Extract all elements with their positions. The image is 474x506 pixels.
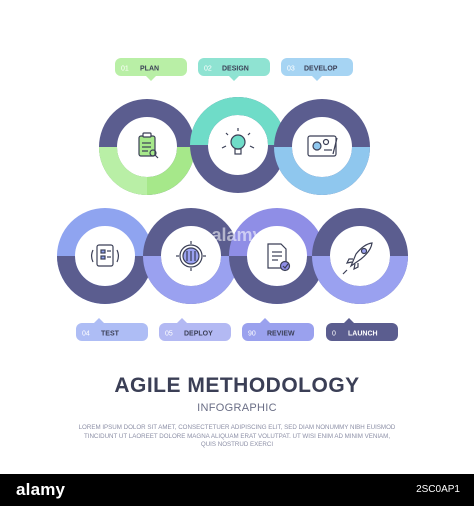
footer-bar: alamy 2SC0AP1 [0, 474, 474, 506]
step-tag-launch: 0 LAUNCH [326, 318, 398, 341]
step-number: 03 [287, 66, 295, 73]
ring-launch [312, 208, 408, 304]
step-label: REVIEW [267, 331, 295, 338]
step-tag-develop: 03 DEVELOP [281, 58, 353, 81]
step-label: PLAN [140, 66, 159, 73]
rocket-icon [342, 242, 373, 275]
step-tag-design: 02 DESIGN [198, 58, 270, 81]
step-number: 04 [82, 331, 90, 338]
footer-brand-logo: alamy [16, 480, 66, 499]
page-title: AGILE METHODOLOGY [114, 374, 360, 397]
step-label: TEST [101, 331, 120, 338]
step-label: DEVELOP [304, 66, 338, 73]
step-number: 0 [332, 331, 336, 338]
step-label: DESIGN [222, 66, 249, 73]
checklist-cycle-icon [91, 244, 119, 267]
step-number: 05 [165, 331, 173, 338]
step-label: DEPLOY [184, 331, 213, 338]
ring-plan [99, 99, 195, 195]
step-number: 01 [121, 66, 129, 73]
gear-controls-icon [176, 241, 206, 271]
lightbulb-idea-icon [221, 128, 255, 155]
report-check-icon [267, 243, 291, 272]
footer-image-id: 2SC0AP1 [416, 484, 460, 495]
step-label: LAUNCH [348, 331, 378, 338]
step-tag-plan: 01 PLAN [115, 58, 187, 81]
page-subtitle: INFOGRAPHIC [197, 402, 277, 414]
step-tag-deploy: 05 DEPLOY [159, 318, 231, 341]
step-number: 90 [248, 331, 256, 338]
body-placeholder-text: LOREM IPSUM DOLOR SIT AMET, CONSECTETUER… [78, 424, 396, 449]
step-tag-test: 04 TEST [76, 318, 148, 341]
ring-develop [274, 99, 370, 195]
clipboard-search-icon [138, 132, 159, 159]
agile-cycle-diagram: 01 PLAN 02 DESIGN 03 DEVELOP 04 TEST 05 … [57, 58, 408, 341]
blueprint-gears-icon [307, 135, 338, 157]
step-tag-review: 90 REVIEW [242, 318, 314, 341]
step-number: 02 [204, 66, 212, 73]
